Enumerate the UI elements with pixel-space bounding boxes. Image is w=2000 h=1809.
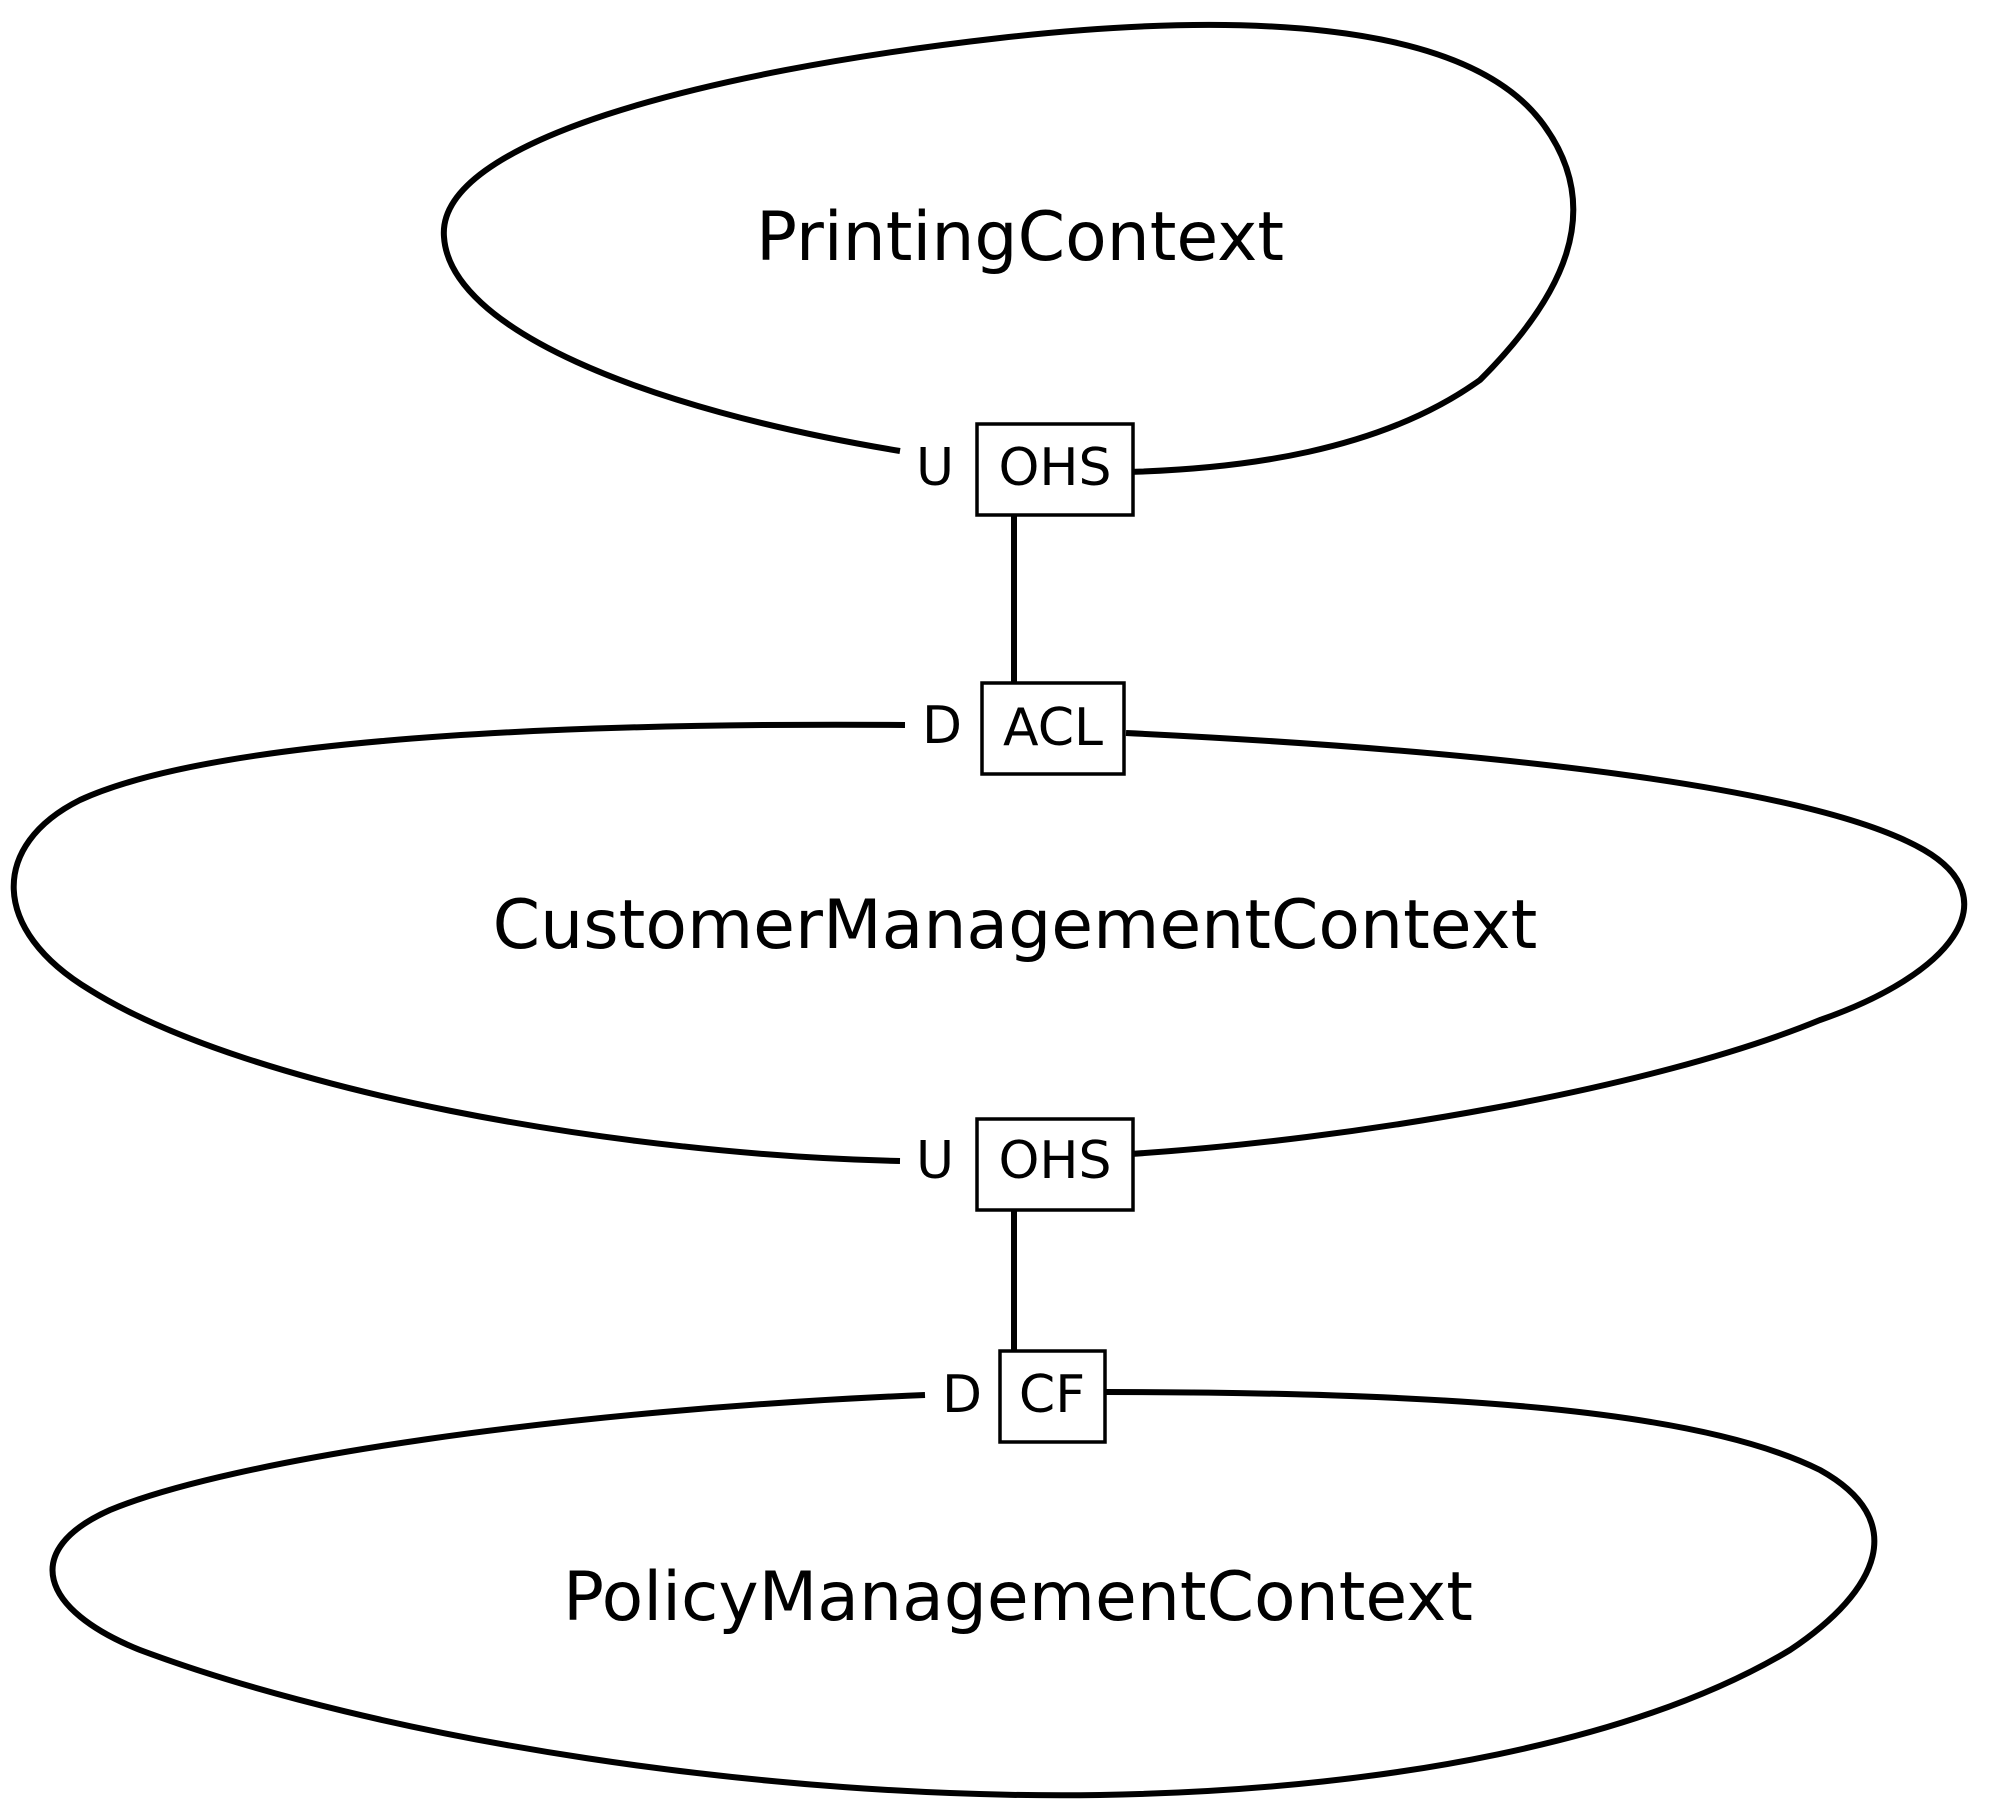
- printing-context-node[interactable]: PrintingContext: [440, 21, 1577, 475]
- upstream-pattern-box: [975, 422, 1135, 517]
- printing-context-label: PrintingContext: [756, 198, 1284, 277]
- upstream-pattern-label: OHS: [998, 1131, 1111, 1191]
- upstream-role-label: U: [916, 1131, 954, 1191]
- downstream-pattern-label: ACL: [1003, 698, 1103, 758]
- downstream-pattern-box: [980, 681, 1126, 776]
- customer-management-context-outline: [10, 721, 1968, 1164]
- policy-management-context-label: PolicyManagementContext: [563, 1558, 1473, 1637]
- upstream-role-label: U: [916, 438, 954, 498]
- upstream-pattern-box: [975, 1117, 1135, 1212]
- customer-management-context-node[interactable]: CustomerManagementContext: [10, 721, 1968, 1164]
- downstream-role-label: D: [942, 1365, 982, 1425]
- relationship-customer-to-policy[interactable]: U OHS D CF: [916, 1117, 1135, 1444]
- policy-management-context-node[interactable]: PolicyManagementContext: [49, 1389, 1878, 1799]
- printing-context-outline: [440, 21, 1577, 475]
- downstream-pattern-box: [998, 1349, 1107, 1444]
- downstream-pattern-label: CF: [1019, 1365, 1085, 1425]
- upstream-pattern-label: OHS: [998, 438, 1111, 498]
- downstream-role-label: D: [922, 696, 962, 756]
- policy-management-context-outline: [49, 1389, 1878, 1799]
- relationship-printing-to-customer[interactable]: U OHS D ACL: [916, 422, 1135, 776]
- customer-management-context-label: CustomerManagementContext: [493, 886, 1538, 965]
